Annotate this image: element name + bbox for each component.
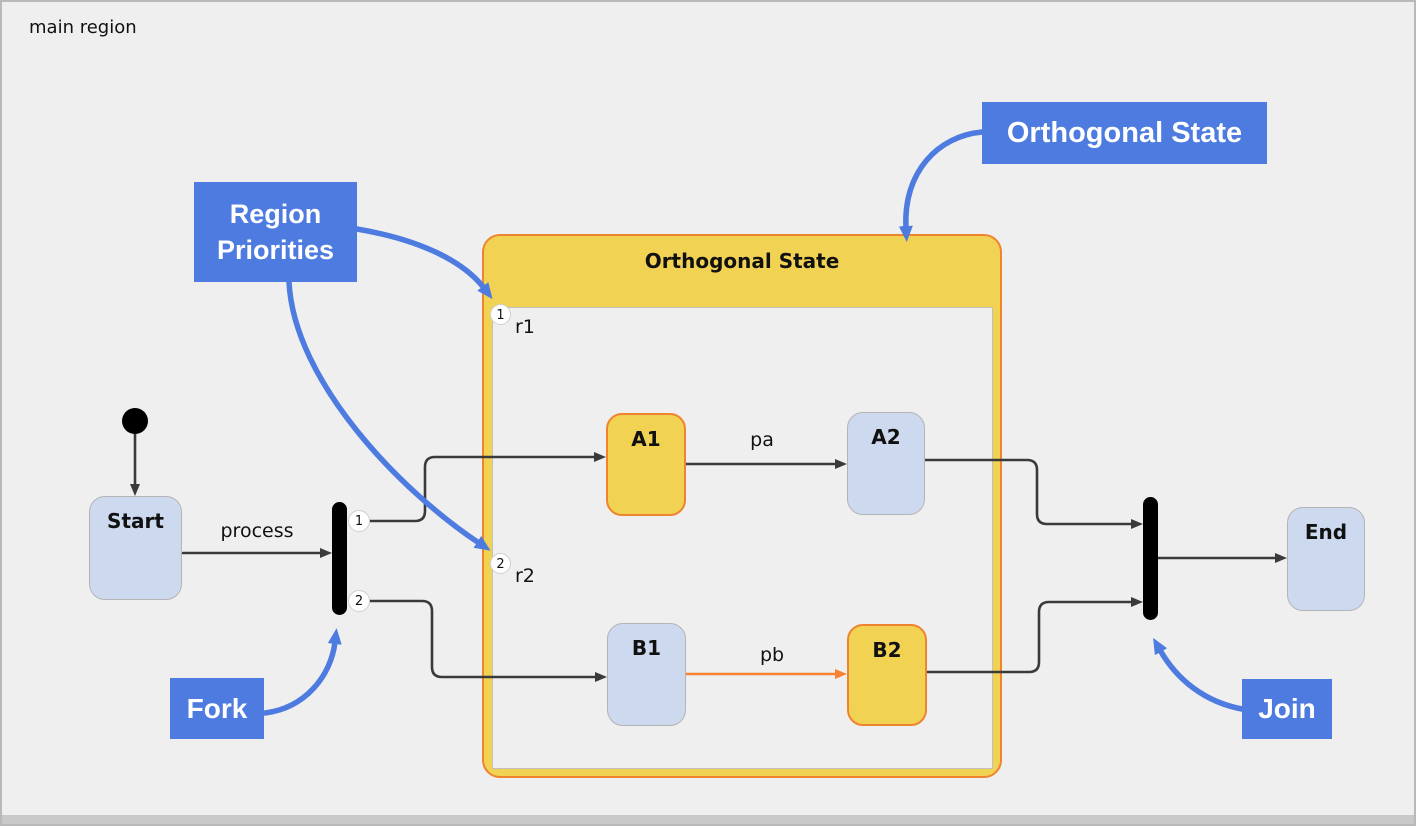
state-start[interactable]: Start — [89, 496, 182, 600]
state-b2[interactable]: B2 — [847, 624, 927, 726]
transition-label-process: process — [220, 520, 294, 542]
initial-state[interactable] — [122, 408, 148, 434]
callout-join: Join — [1242, 679, 1332, 739]
transition-label-pb: pb — [759, 644, 785, 666]
callout-arrow-join — [1153, 637, 1245, 712]
region-r1-priority-badge: 1 — [490, 304, 511, 325]
callout-arrow-orthogonal-state — [898, 129, 985, 242]
fork-port-1-badge: 1 — [348, 510, 370, 532]
horizontal-scrollbar-track[interactable] — [2, 815, 1414, 824]
callout-orthogonal-state-label: Orthogonal State — [1006, 116, 1243, 149]
callout-region-priorities: Region Priorities — [194, 182, 357, 282]
state-b1[interactable]: B1 — [607, 623, 686, 726]
orthogonal-state-title: Orthogonal State — [644, 249, 840, 273]
state-a1[interactable]: A1 — [606, 413, 686, 516]
transition-label-pa: pa — [750, 429, 774, 451]
fork-bar[interactable] — [332, 502, 347, 615]
callout-arrow-fork — [262, 628, 342, 716]
callout-region-priorities-label: Region Priorities — [216, 199, 335, 265]
main-region-label: main region — [29, 17, 137, 38]
region-r2-priority-badge: 2 — [490, 553, 511, 574]
join-bar[interactable] — [1143, 497, 1158, 620]
fork-port-2-badge: 2 — [348, 590, 370, 612]
region-r1-name: r1 — [515, 316, 535, 338]
callout-join-label: Join — [1258, 693, 1316, 724]
state-end[interactable]: End — [1287, 507, 1365, 611]
callout-fork-label: Fork — [186, 692, 248, 724]
callout-fork: Fork — [170, 678, 264, 739]
region-r2-name: r2 — [515, 565, 535, 587]
state-a2[interactable]: A2 — [847, 412, 925, 515]
callout-arrow-region-priority-2 — [286, 279, 491, 551]
callout-orthogonal-state: Orthogonal State — [982, 102, 1267, 164]
callout-arrow-region-priority-1 — [354, 226, 493, 300]
